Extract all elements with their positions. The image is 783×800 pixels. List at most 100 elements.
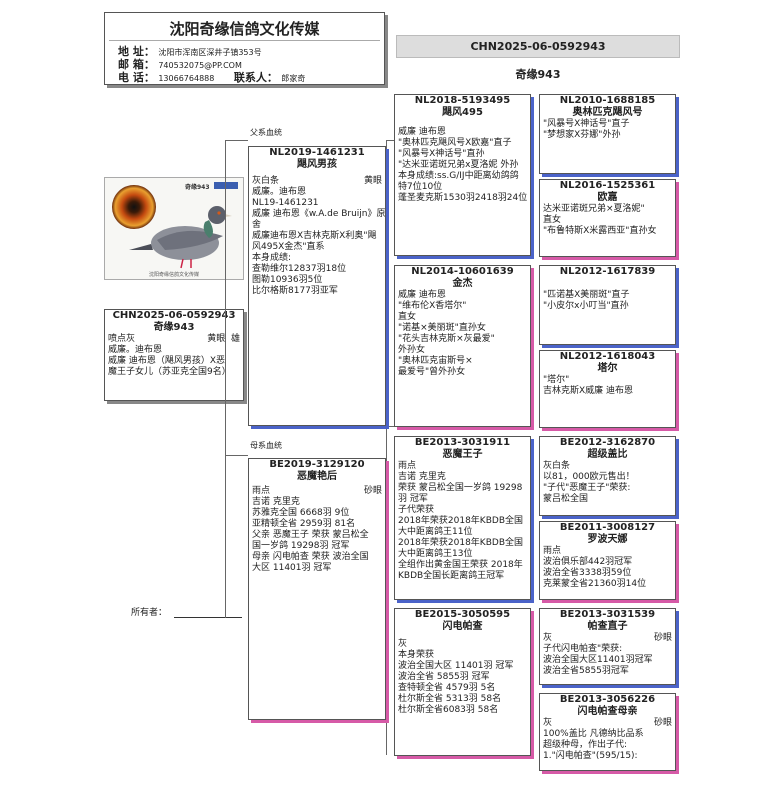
sd-line: "诺基×美丽斑"直孙女: [398, 323, 486, 333]
dds-color: 灰: [543, 633, 553, 643]
sire-color: 灰白条: [252, 176, 280, 186]
subject-line: 魔王子女儿（苏亚克全国9名）: [108, 367, 231, 377]
subject-eye: 黄眼: [207, 334, 226, 344]
ss-line: "奥林匹克飓风号X欧嘉"直子: [398, 138, 512, 148]
subject-banner: CHN2025-06-0592943: [396, 35, 680, 58]
subject-banner-name: 奇缘943: [515, 68, 561, 81]
sds-card: NL2012-1617839 "匹诺基X美丽斑"直子 "小皮尔x小叮当"直孙: [539, 265, 676, 345]
dam-card: BE2019-3129120 恶魔艳后 雨点 砂眼 吉诺 克里克 苏雅克全国 6…: [248, 458, 386, 720]
badge-logo: [214, 182, 238, 189]
subject-card: CHN2025-06-0592943 奇缘943 喷点灰 黄眼 雄 威廉。迪布恩…: [104, 309, 244, 401]
dss-line: 以81，000欧元售出！: [543, 472, 635, 482]
ss-line: "风暴号X神话号"直孙: [398, 149, 485, 159]
sss-name: 奥林匹克飓风号: [572, 107, 643, 118]
ddd-color: 灰: [543, 718, 553, 728]
dsd-line: 波治全省3338羽59位: [543, 568, 632, 578]
sd-line: 外孙女: [398, 345, 426, 355]
address-value: 沈阳市浑南区深井子镇353号: [158, 48, 262, 57]
dss-line: "子代"恶魔王子"荣获:: [543, 483, 631, 493]
phone-row: 电 话： 13066764888 联系人： 郎家奇: [118, 71, 305, 84]
ds-line: KBDB全国长距离鸽王冠军: [398, 571, 505, 581]
contact-label: 联系人：: [233, 71, 278, 84]
dam-line: 母亲 闪电帕查 荣获 波治全国: [252, 552, 369, 562]
dam-ring: BE2019-3129120: [269, 459, 365, 470]
ds-line: 大中距离鸽王13位: [398, 549, 473, 559]
dam-line: 国一岁鸽 19298羽 冠军: [252, 541, 350, 551]
ssd-card: NL2016-1525361 欧嘉 达米亚诺斑兄弟×夏洛妮" 直女 "布鲁特斯X…: [539, 179, 676, 257]
dds-line: 波治全省5855羽冠军: [543, 666, 629, 676]
dsd-name: 罗波天娜: [587, 534, 628, 545]
sss-ring: NL2010-1688185: [559, 95, 656, 106]
dds-name: 帕查直子: [587, 621, 628, 632]
sd-lines: 威廉 迪布恩 "维布伦X香塔尔" 直女 "诺基×美丽斑"直孙女 "花头吉林克斯×…: [398, 290, 527, 378]
ss-line: 蓬圣麦克斯1530羽2418羽24位: [398, 193, 528, 203]
ddd-line: 超级种母，作出子代:: [543, 740, 628, 750]
ddd-ring: BE2013-3056226: [559, 694, 656, 705]
sire-line: 舍: [252, 220, 262, 230]
dam-attrs: 雨点 砂眼: [252, 486, 382, 497]
ds-line: 全组作出黄金国王荣获 2018年: [398, 560, 523, 570]
sire-line: 威廉 迪布恩《w.A.de Bruijn》原: [252, 209, 386, 219]
dam-name: 恶魔艳后: [297, 471, 337, 482]
sdd-line: "塔尔": [543, 375, 570, 385]
ss-ring: NL2018-5193495: [414, 95, 511, 106]
ds-line: 荣获 蒙吕松全国一岁鸽 19298: [398, 483, 523, 493]
ddd-eye: 砂眼: [653, 718, 672, 728]
header-panel: 沈阳奇缘信鸽文化传媒 地 址： 沈阳市浑南区深井子镇353号 邮 箱： 7405…: [104, 12, 385, 85]
sd-line: 威廉 迪布恩: [398, 290, 446, 300]
sire-line: 本身成绩:: [252, 253, 292, 263]
sd-line: "维布伦X香塔尔": [398, 301, 467, 311]
dam-eye: 砂眼: [363, 486, 382, 496]
sd-ring: NL2014-10601639: [411, 266, 514, 277]
connector: [225, 455, 248, 456]
pigeon-beak: [225, 214, 232, 217]
ss-lines: 威廉 迪布恩 "奥林匹克飓风号X欧嘉"直子 "风暴号X神话号"直孙 "达米亚诺斑…: [398, 127, 527, 204]
sire-ring: NL2019-1461231: [269, 147, 365, 158]
subject-color: 喷点灰: [108, 334, 136, 344]
ss-name: 飓风495: [442, 107, 483, 118]
dd-ring: BE2015-3050595: [414, 609, 511, 620]
sire-line: 比尔格斯8177羽亚军: [252, 286, 338, 296]
connector: [225, 140, 248, 141]
sd-line: "奥林匹克宙斯号×: [398, 356, 473, 366]
subject-attrs: 喷点灰 黄眼 雄: [108, 334, 240, 345]
ssd-name: 欧嘉: [597, 192, 618, 203]
dam-lines: 吉诺 克里克 苏雅克全国 6668羽 9位 亚精顿全省 2959羽 81名 父亲…: [252, 497, 382, 574]
sire-attrs: 灰白条 黄眼: [252, 176, 382, 187]
sire-line: 威廉。迪布恩: [252, 187, 307, 197]
phone-value: 13066764888: [158, 74, 215, 83]
dd-name: 闪电帕查: [442, 621, 483, 632]
sire-dam-card: NL2014-10601639 金杰 威廉 迪布恩 "维布伦X香塔尔" 直女 "…: [394, 265, 531, 427]
dds-eye: 砂眼: [653, 633, 672, 643]
dss-line: 灰白条: [543, 461, 571, 471]
sss-card: NL2010-1688185 奥林匹克飓风号 "风暴号X神话号"直子 "梦想家X…: [539, 94, 676, 174]
address-label: 地 址：: [118, 45, 155, 58]
ds-line: 羽 冠军: [398, 494, 428, 504]
sire-line: NL19-1461231: [252, 198, 319, 208]
sire-side-label: 父系血统: [250, 128, 282, 137]
dam-line: 父亲 恶魔王子 荣获 蒙吕松全: [252, 530, 369, 540]
subject-ring: CHN2025-06-0592943: [112, 310, 236, 321]
subject-lines: 威廉。迪布恩 威廉 迪布恩（飓风男孩）X恶 魔王子女儿（苏亚克全国9名）: [108, 345, 240, 378]
ds-lines: 雨点 吉诺 克里克 荣获 蒙吕松全国一岁鸽 19298 羽 冠军 子代荣获 20…: [398, 461, 527, 582]
owner-field: 所有者：: [131, 605, 242, 618]
ssd-line: 达米亚诺斑兄弟×夏洛妮": [543, 204, 645, 214]
ds-ring: BE2013-3031911: [414, 437, 511, 448]
ddd-name: 闪电帕查母亲: [577, 706, 638, 717]
dss-card: BE2012-3162870 超级盖比 灰白条 以81，000欧元售出！ "子代…: [539, 436, 676, 516]
company-title: 沈阳奇缘信鸽文化传媒: [169, 20, 320, 38]
sire-lines: 威廉。迪布恩 NL19-1461231 威廉 迪布恩《w.A.de Bruijn…: [252, 187, 386, 297]
pigeon-leg: [180, 258, 184, 269]
ds-line: 子代荣获: [398, 505, 435, 515]
pigeon-neck: [203, 220, 213, 238]
header-divider: [109, 40, 380, 41]
ddd-line: 100%盖比 凡德纳比品系: [543, 729, 644, 739]
dd-line: 杜尔斯全省 5313羽 58名: [398, 694, 502, 704]
sdd-card: NL2012-1618043 塔尔 "塔尔" 吉林克斯X威廉 迪布恩: [539, 350, 676, 428]
ddd-card: BE2013-3056226 闪电帕查母亲 灰 砂眼 100%盖比 凡德纳比品系…: [539, 693, 676, 771]
dds-ring: BE2013-3031539: [559, 609, 656, 620]
sds-line: "小皮尔x小叮当"直孙: [543, 301, 629, 311]
ds-line: 大中距离鸽王11位: [398, 527, 473, 537]
subject-line: 威廉 迪布恩（飓风男孩）X恶: [108, 356, 226, 366]
connector: [386, 426, 394, 427]
